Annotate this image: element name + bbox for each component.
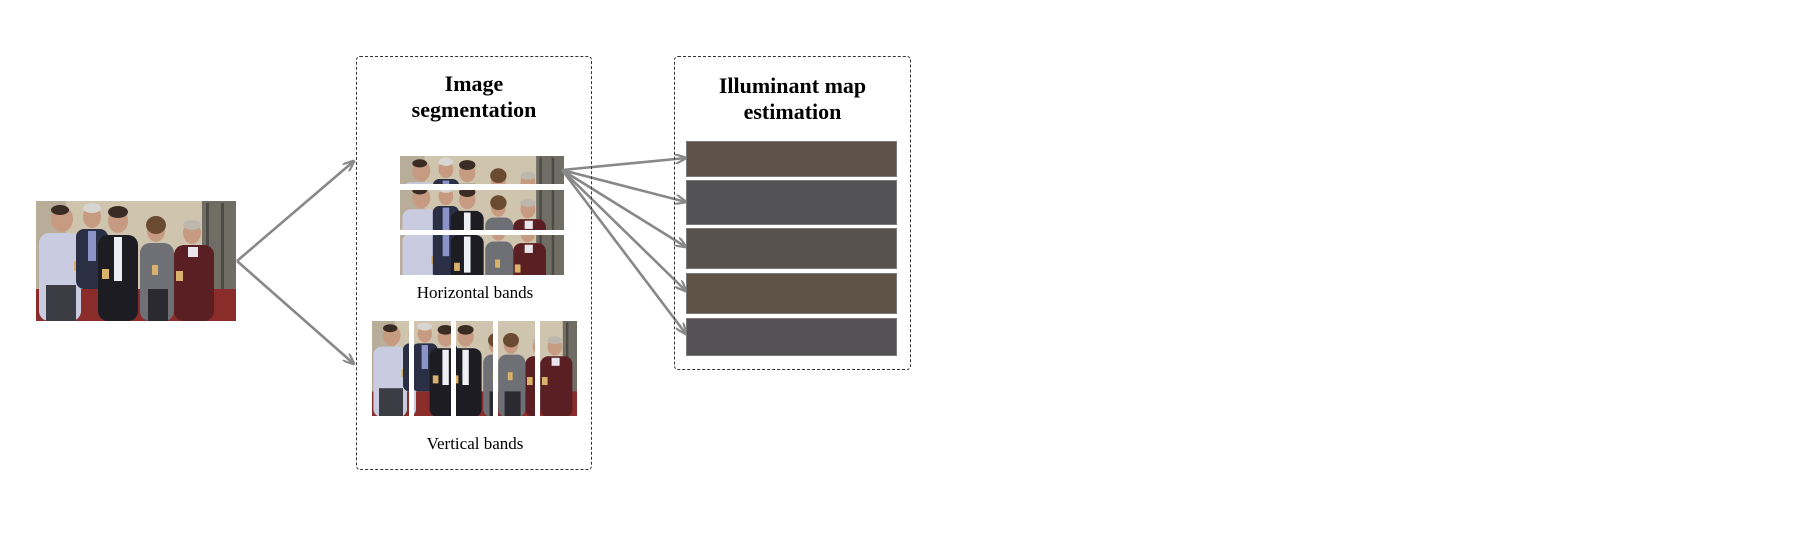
illuminant-box: Illuminant map estimation bbox=[674, 56, 911, 370]
illuminant-band-5 bbox=[686, 318, 897, 356]
segmentation-box: Image segmentation bbox=[356, 56, 592, 470]
segmentation-title: Image segmentation bbox=[357, 71, 591, 123]
segmentation-title-line-2: segmentation bbox=[411, 97, 537, 122]
segmentation-title-line-1: Image bbox=[444, 71, 504, 96]
illuminant-band-1 bbox=[686, 141, 897, 177]
illuminant-band-4 bbox=[686, 273, 897, 314]
illuminant-title-line-2: estimation bbox=[743, 99, 842, 124]
arrow-to-band-1 bbox=[561, 158, 686, 172]
arrow-to-band-3 bbox=[561, 168, 686, 247]
arrow-to-horizontal bbox=[236, 161, 354, 262]
arrow-to-band-4 bbox=[561, 169, 686, 291]
arrow-to-vertical bbox=[236, 260, 354, 364]
illuminant-title-line-1: Illuminant map bbox=[718, 73, 867, 98]
input-photo bbox=[36, 201, 236, 321]
illuminant-title: Illuminant map estimation bbox=[675, 73, 910, 125]
horizontal-bands-caption: Horizontal bands bbox=[416, 283, 534, 302]
illuminant-band-2 bbox=[686, 180, 897, 225]
vertical-bands-caption: Vertical bands bbox=[426, 434, 524, 453]
arrow-to-band-5 bbox=[560, 169, 686, 334]
illuminant-band-3 bbox=[686, 228, 897, 269]
arrow-to-band-2 bbox=[561, 168, 686, 202]
